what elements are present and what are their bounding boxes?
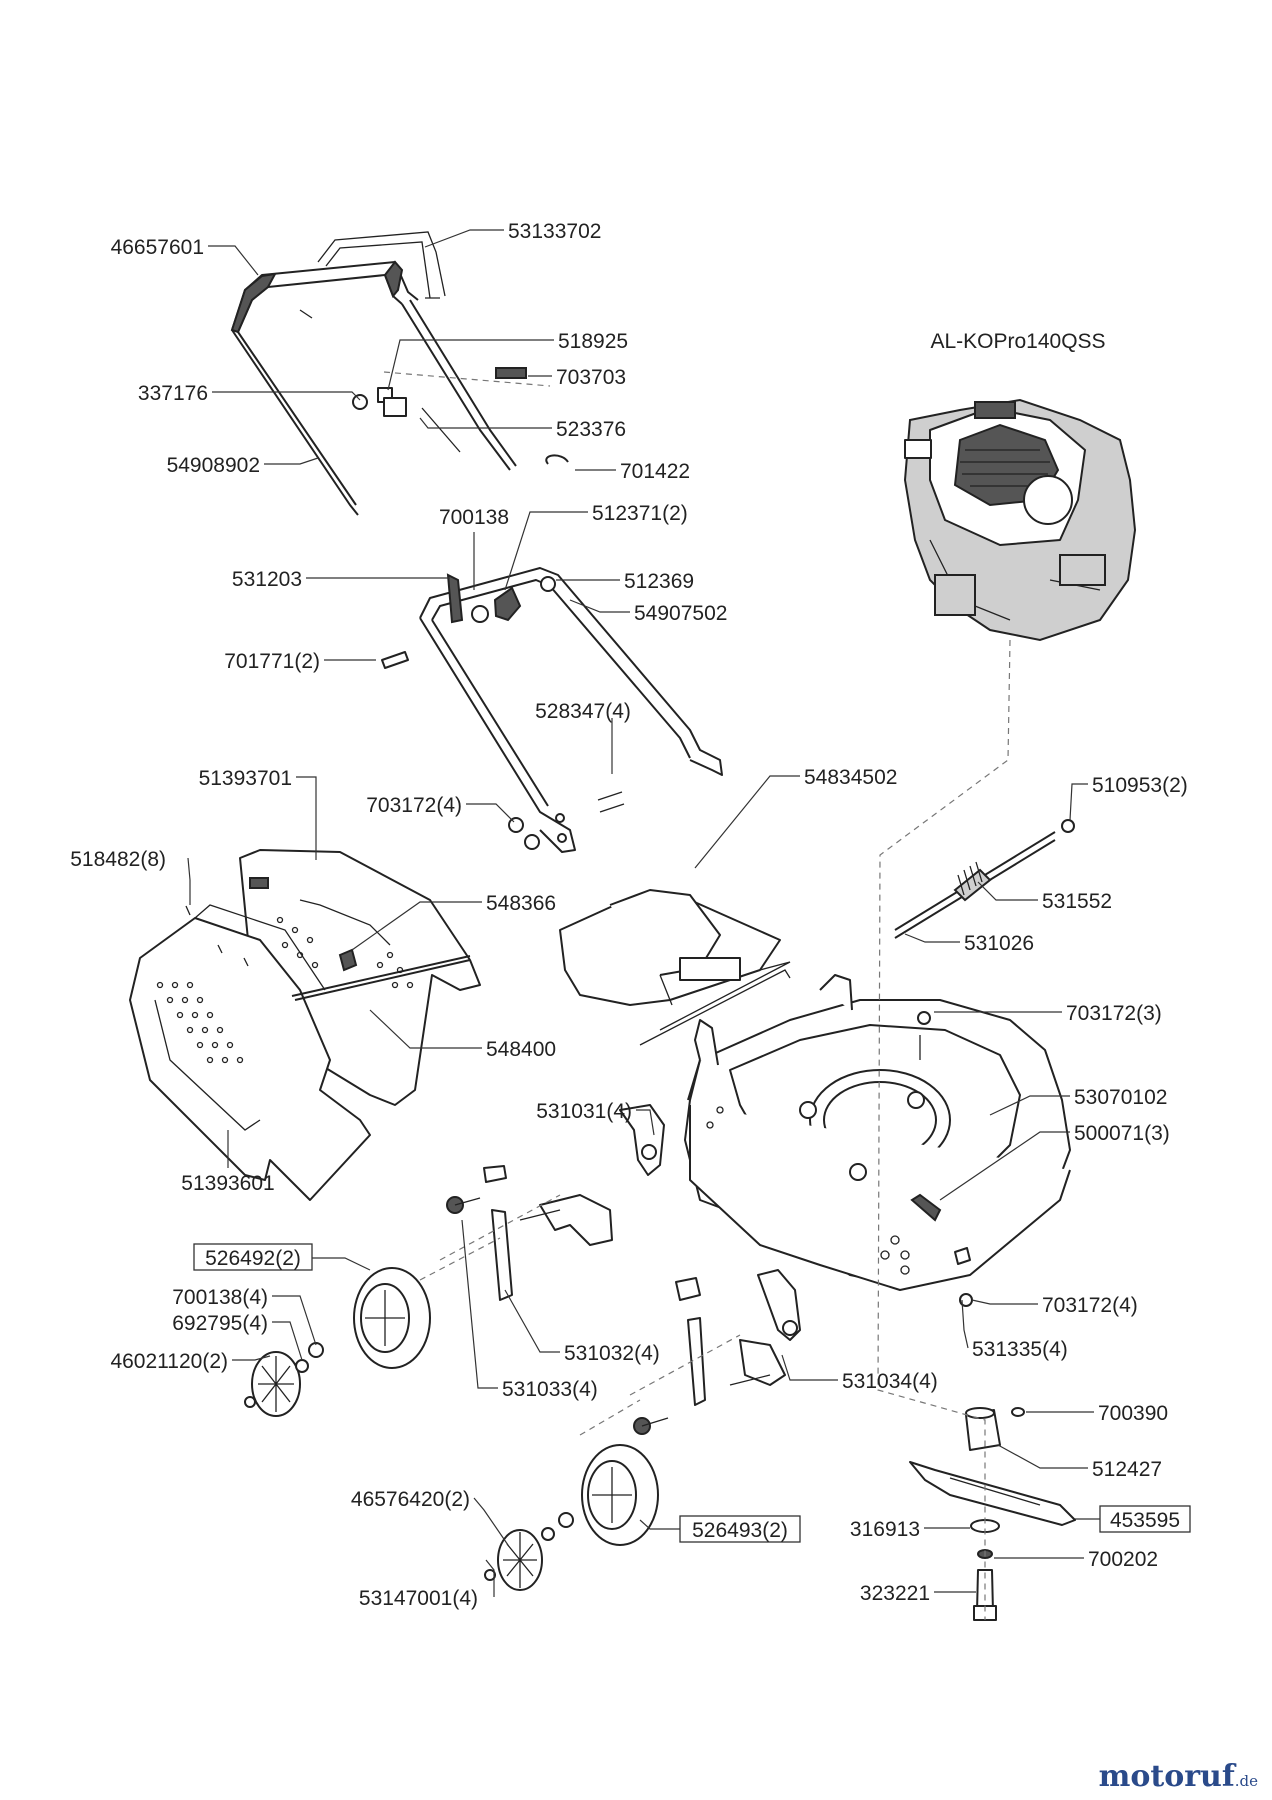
label-453595: 453595 bbox=[1110, 1509, 1180, 1532]
label-500071: 500071(3) bbox=[1074, 1122, 1170, 1145]
height-adjust-parts-drawing bbox=[446, 1104, 801, 1435]
watermark-logo: motoruf.de bbox=[1099, 1759, 1258, 1794]
label-523376: 523376 bbox=[556, 418, 626, 441]
watermark-text: motoruf bbox=[1098, 1759, 1235, 1794]
label-51393701: 51393701 bbox=[199, 767, 292, 790]
label-518482: 518482(8) bbox=[70, 848, 166, 871]
label-316913: 316913 bbox=[850, 1518, 920, 1541]
label-512369: 512369 bbox=[624, 570, 694, 593]
engine-drawing bbox=[903, 398, 1137, 642]
label-703172-4-lower: 703172(4) bbox=[1042, 1294, 1138, 1317]
label-700202: 700202 bbox=[1088, 1548, 1158, 1571]
axle-drawing bbox=[894, 819, 1075, 939]
rear-flap-drawing bbox=[559, 889, 791, 1046]
label-548366: 548366 bbox=[486, 892, 556, 915]
label-54834502: 54834502 bbox=[804, 766, 897, 789]
label-518925: 518925 bbox=[558, 330, 628, 353]
label-510953: 510953(2) bbox=[1092, 774, 1188, 797]
label-700138-4: 700138(4) bbox=[172, 1286, 268, 1309]
label-46021120: 46021120(2) bbox=[110, 1350, 228, 1373]
label-531026: 531026 bbox=[964, 932, 1034, 955]
part-labels: 46657601 53133702 518925 337176 703703 5… bbox=[70, 220, 1191, 1610]
label-51393601: 51393601 bbox=[181, 1172, 274, 1195]
label-701771: 701771(2) bbox=[224, 650, 320, 673]
label-512427: 512427 bbox=[1092, 1458, 1162, 1481]
label-703172-4-upper: 703172(4) bbox=[366, 794, 462, 817]
label-700138: 700138 bbox=[439, 506, 509, 529]
label-531031: 531031(4) bbox=[536, 1100, 632, 1123]
assembly-lines bbox=[383, 371, 1011, 1620]
label-53147001: 53147001(4) bbox=[359, 1587, 478, 1610]
label-53133702: 53133702 bbox=[508, 220, 601, 243]
label-engine-model: AL-KOPro140QSS bbox=[930, 330, 1105, 353]
label-548400: 548400 bbox=[486, 1038, 556, 1061]
mower-deck-drawing bbox=[684, 974, 1071, 1291]
label-692795: 692795(4) bbox=[172, 1312, 268, 1335]
label-531552: 531552 bbox=[1042, 890, 1112, 913]
label-512371: 512371(2) bbox=[592, 502, 688, 525]
label-46657601: 46657601 bbox=[111, 236, 204, 259]
blade-assembly-drawing bbox=[909, 1011, 1076, 1621]
label-531032: 531032(4) bbox=[564, 1342, 660, 1365]
label-531335: 531335(4) bbox=[972, 1338, 1068, 1361]
label-701422: 701422 bbox=[620, 460, 690, 483]
label-53070102: 53070102 bbox=[1074, 1086, 1167, 1109]
label-54908902: 54908902 bbox=[167, 454, 260, 477]
watermark-suffix: .de bbox=[1234, 1772, 1258, 1790]
label-528347: 528347(4) bbox=[535, 700, 631, 723]
upper-handle-drawing bbox=[230, 231, 527, 516]
label-526492: 526492(2) bbox=[205, 1247, 301, 1270]
label-703172-3: 703172(3) bbox=[1066, 1002, 1162, 1025]
label-531034: 531034(4) bbox=[842, 1370, 938, 1393]
label-54907502: 54907502 bbox=[634, 602, 727, 625]
lower-handle-drawing bbox=[381, 567, 723, 853]
label-323221: 323221 bbox=[860, 1582, 930, 1605]
label-337176: 337176 bbox=[138, 382, 208, 405]
label-531033: 531033(4) bbox=[502, 1378, 598, 1401]
label-526493: 526493(2) bbox=[692, 1519, 788, 1542]
label-531203: 531203 bbox=[232, 568, 302, 591]
label-46576420: 46576420(2) bbox=[351, 1488, 470, 1511]
label-700390: 700390 bbox=[1098, 1402, 1168, 1425]
wheels-drawing bbox=[244, 1267, 659, 1591]
label-703703: 703703 bbox=[556, 366, 626, 389]
grass-catcher-drawing bbox=[129, 849, 481, 1201]
